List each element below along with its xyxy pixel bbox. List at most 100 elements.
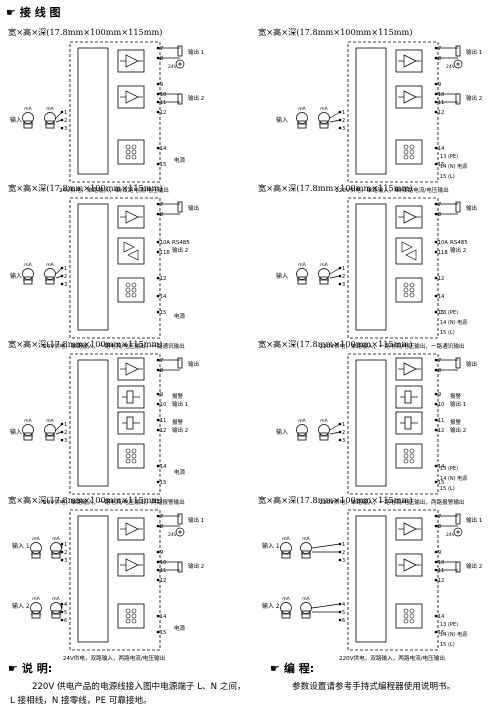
pointing-hand-icon: ☛ <box>8 661 18 675</box>
amplifier-block <box>117 553 145 577</box>
terminal-number: 1 <box>64 110 67 116</box>
terminal-number: 14 <box>160 146 166 152</box>
terminal-number: 2 <box>342 430 345 436</box>
transmitter-body-icon <box>281 550 291 559</box>
transformer-coil-icon <box>403 149 409 155</box>
transformer-coil-icon <box>409 458 415 464</box>
power-transformer-block <box>117 443 145 469</box>
transformer-coil-icon <box>131 149 137 155</box>
meter-icon <box>296 268 308 280</box>
transformer-coil-icon <box>125 613 131 619</box>
terminal-dot <box>338 438 342 442</box>
ma-label: mA <box>282 596 290 602</box>
terminal-number: 10 <box>160 92 166 98</box>
terminal-dot <box>60 610 64 614</box>
ma-label: mA <box>320 106 328 112</box>
amplifier-block <box>117 517 145 541</box>
amplifier-triangle-icon <box>125 362 139 376</box>
transformer-coil-icon <box>409 613 415 619</box>
terminal-number: 10 <box>160 560 166 566</box>
module-outline <box>347 41 439 183</box>
dimensions-label: 宽×高×深(17.8mm×100mm×115mm) <box>258 183 413 193</box>
terminal-dot <box>434 162 438 166</box>
load-resistor-icon <box>177 561 183 573</box>
notes-text: 220V 供电产品的电源线接入图中电源端子 L、N 之间，L 接相线，N 接零线… <box>10 682 246 706</box>
dc-source-icon <box>453 59 463 69</box>
meter-icon <box>22 424 34 436</box>
terminal-number: 15 <box>160 162 166 168</box>
terminal-number: 14 <box>160 294 166 300</box>
terminal-number: 12 <box>438 276 444 282</box>
transformer-coil-icon <box>403 618 409 624</box>
terminal-number: 8 <box>160 368 163 374</box>
output-label: 输出 1 <box>466 48 482 56</box>
amplifier-block <box>395 49 423 73</box>
transformer-coil-icon <box>125 282 131 288</box>
terminal-dot <box>156 110 160 114</box>
transmitter-body-icon <box>301 550 311 559</box>
transformer-coil-icon <box>125 292 131 298</box>
terminal-number: 10A <box>160 240 170 246</box>
terminal-number: 3 <box>64 126 67 132</box>
wire <box>329 119 341 123</box>
terminal-number: 7 <box>438 202 441 208</box>
terminal-number: 12 <box>438 428 444 434</box>
terminal-number: 4 <box>64 602 67 608</box>
relay-block <box>117 385 145 409</box>
ma-label: mA <box>298 106 306 112</box>
amplifier-triangle-icon <box>125 522 139 536</box>
terminal-number: 12 <box>160 428 166 434</box>
pe-label: 13 (PE) <box>440 154 458 160</box>
terminal-dot <box>434 418 438 422</box>
terminal-dot <box>156 550 160 554</box>
terminal-number: 9 <box>160 82 163 88</box>
terminal-number: 1 <box>342 110 345 116</box>
terminal-number: 15 <box>438 310 444 316</box>
ma-label: mA <box>46 262 54 268</box>
terminal-number: 7 <box>438 358 441 364</box>
transmitter-body-icon <box>297 432 307 441</box>
terminal-dot <box>434 250 438 254</box>
input-label: 输入 <box>10 272 22 280</box>
terminal-dot <box>434 146 438 150</box>
wire <box>329 111 341 119</box>
terminal-number: 7 <box>160 358 163 364</box>
load-resistor-icon <box>177 201 183 213</box>
terminal-number: 11 <box>438 418 444 424</box>
terminal-number: 2 <box>64 430 67 436</box>
transformer-coil-icon <box>131 608 137 614</box>
dc-source-icon <box>175 59 185 69</box>
output-label: 输出 <box>466 204 477 212</box>
terminal-dot <box>156 464 160 468</box>
terminal-number: 3 <box>64 438 67 444</box>
wire <box>55 423 63 431</box>
terminal-number: 9 <box>160 392 163 398</box>
transformer-coil-icon <box>131 154 137 160</box>
input-label: 输入 <box>276 272 288 280</box>
terminal-number: 5 <box>342 610 345 616</box>
wire <box>329 275 341 279</box>
line-label: 15 (L) <box>440 330 455 336</box>
transformer-coil-icon <box>131 282 137 288</box>
terminal-number: 11 <box>160 568 166 574</box>
ma-label: mA <box>282 536 290 542</box>
transformer-coil-icon <box>125 144 131 150</box>
terminal-number: 15 <box>438 630 444 636</box>
load-resistor-icon <box>455 561 461 573</box>
transmitter-body-icon <box>301 610 311 619</box>
amplifier-triangle-icon <box>125 54 139 68</box>
load-resistor-icon <box>455 357 461 369</box>
transformer-coil-icon <box>403 608 409 614</box>
processing-block <box>77 47 109 175</box>
wire <box>55 111 63 119</box>
transformer-coil-icon <box>409 453 415 459</box>
terminal-number: 12 <box>438 110 444 116</box>
transformer-coil-icon <box>409 282 415 288</box>
pe-label: 13 (PE) <box>440 310 458 316</box>
power-label: 电源 <box>174 312 186 320</box>
transformer-coil-icon <box>403 144 409 150</box>
